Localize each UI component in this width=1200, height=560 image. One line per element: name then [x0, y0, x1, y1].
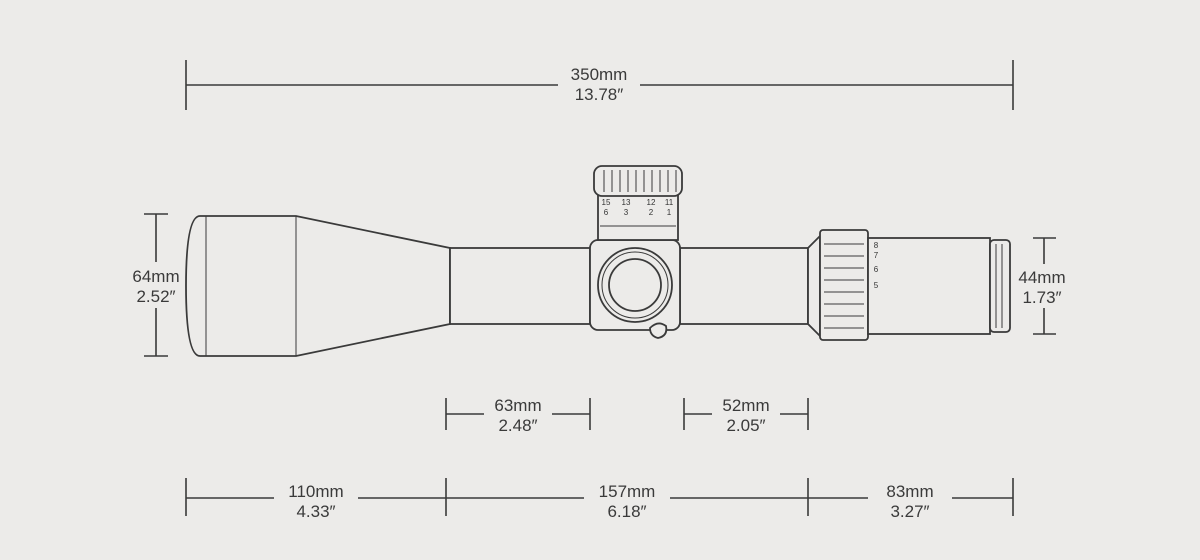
eyepiece-section-metric: 83mm [886, 482, 933, 501]
elevation-turret-cap [593, 165, 683, 197]
magnification-ring [819, 229, 869, 341]
elevation-number-1: 1 [667, 208, 672, 217]
mid-section-imperial: 6.18″ [607, 502, 646, 521]
rear-tube-space-dimension: 52mm 2.05″ [683, 396, 809, 435]
elevation-number-11: 11 [665, 198, 674, 207]
section-dimensions: 110mm 4.33″ 157mm 6.18″ 83mm 3.27″ [185, 478, 1014, 521]
objective-diameter-metric: 64mm [132, 267, 179, 286]
eyepiece-diameter-dimension: 44mm 1.73″ [1018, 237, 1066, 335]
rear-tube-space-metric: 52mm [722, 396, 769, 415]
front-tube-space-metric: 63mm [494, 396, 541, 415]
eyepiece-body [867, 237, 991, 335]
elevation-number-13: 13 [622, 198, 631, 207]
magnification-number-6: 6 [874, 265, 879, 274]
elevation-knurling [603, 170, 677, 192]
elevation-number-15: 15 [602, 198, 611, 207]
total-length-dimension: 350mm 13.78″ [185, 60, 1014, 110]
ocular-focus-ring [989, 239, 1011, 333]
front-tube [449, 247, 591, 325]
mid-section-metric: 157mm [599, 482, 656, 501]
objective-section-metric: 110mm [288, 482, 343, 501]
eyepiece-diameter-metric: 44mm [1018, 268, 1065, 287]
front-tube-space-imperial: 2.48″ [498, 416, 537, 435]
eyepiece-section-imperial: 3.27″ [890, 502, 929, 521]
elevation-number-2: 2 [649, 208, 654, 217]
eyepiece-collar [807, 233, 821, 339]
objective-diameter-dimension: 64mm 2.52″ [132, 213, 180, 357]
front-tube-space-dimension: 63mm 2.48″ [445, 396, 591, 435]
magnification-knurling [824, 243, 864, 329]
total-length-imperial: 13.78″ [575, 85, 624, 104]
objective-bell [185, 215, 451, 357]
magnification-number-5: 5 [874, 281, 879, 290]
saddle-tab [649, 322, 668, 339]
rear-tube [679, 247, 809, 325]
eyepiece-diameter-imperial: 1.73″ [1022, 288, 1061, 307]
elevation-number-12: 12 [647, 198, 656, 207]
elevation-number-6: 6 [604, 208, 609, 217]
magnification-number-7: 7 [874, 251, 879, 260]
objective-section-imperial: 4.33″ [296, 502, 335, 521]
objective-diameter-imperial: 2.52″ [136, 287, 175, 306]
elevation-turret-base [597, 193, 679, 241]
magnification-number-8: 8 [874, 241, 879, 250]
parallax-knob-inner [608, 258, 662, 312]
rear-tube-space-imperial: 2.05″ [726, 416, 765, 435]
total-length-metric: 350mm [571, 65, 628, 84]
scope-drawing: 15 13 12 11 6 3 2 1 8 7 6 5 [185, 165, 1011, 357]
elevation-number-3: 3 [624, 208, 629, 217]
